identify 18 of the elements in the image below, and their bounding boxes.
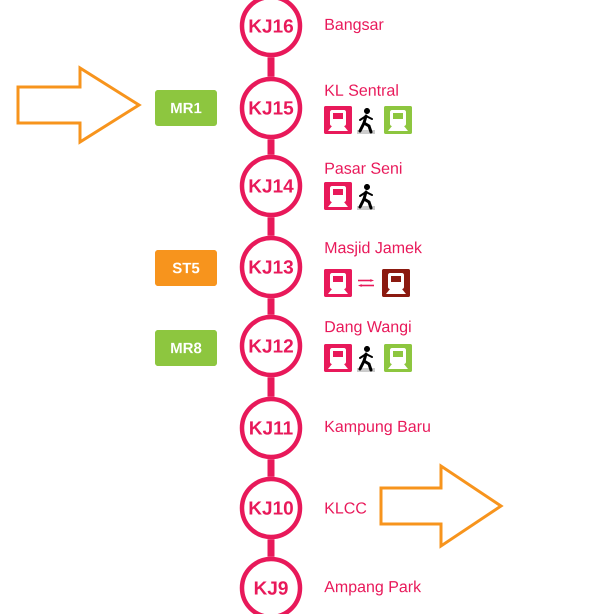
station-name: Dang Wangi [326, 320, 411, 336]
station-name: Pasar Seni [326, 162, 402, 174]
line-badge: MR1 [155, 90, 217, 126]
line-badge: ST5 [155, 250, 217, 286]
line-segment [268, 139, 274, 155]
station-name: Kampung Baru [326, 420, 430, 436]
station-name: Ampang Park [324, 580, 422, 596]
station-name: KLCC [326, 502, 366, 514]
line-segment [268, 377, 274, 397]
line-segment [268, 217, 274, 236]
station-name: Masjid Jamek [326, 242, 422, 256]
line-badge: MR8 [155, 330, 217, 366]
line-segment [268, 539, 274, 557]
station-name: Bangsar [326, 18, 384, 34]
line-segment [268, 298, 274, 315]
station-name: KL Sentral [326, 84, 398, 96]
line-segment [268, 459, 274, 477]
line-segment [268, 57, 274, 77]
